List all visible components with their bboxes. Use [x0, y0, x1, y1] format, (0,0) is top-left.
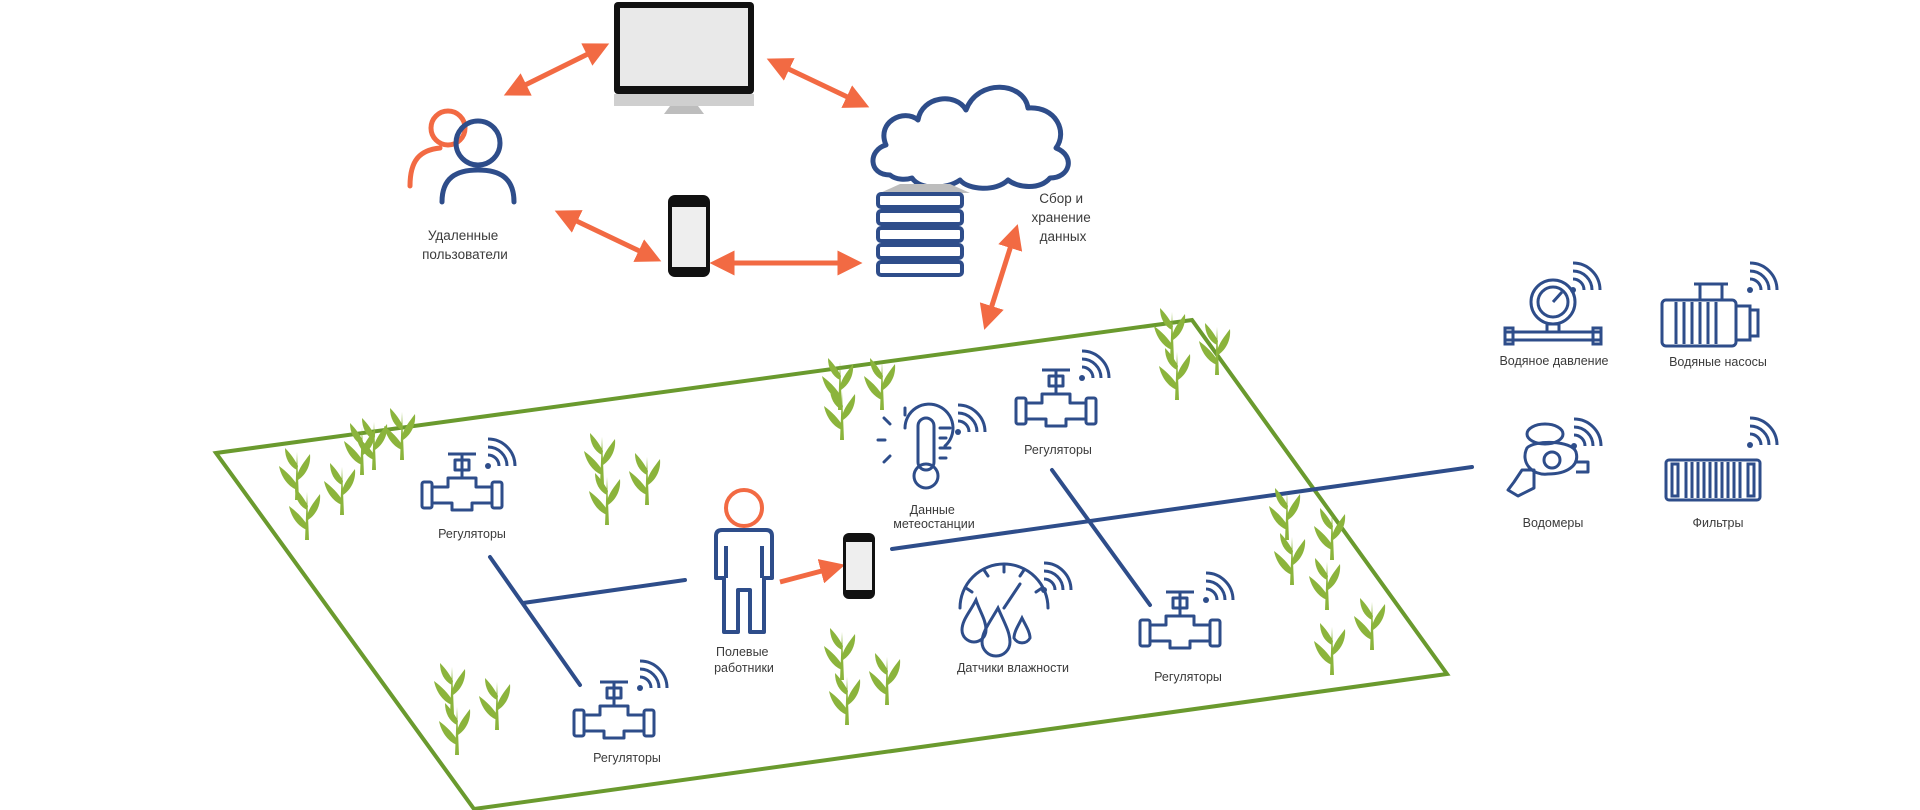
- valve-icon: [572, 680, 656, 740]
- wifi-signal-icon: [1077, 349, 1111, 383]
- pipe-right-branch: [1050, 468, 1152, 607]
- plant-icon: [1354, 598, 1386, 650]
- cloud-icon: [870, 84, 1071, 191]
- connection-arrows: [503, 43, 1023, 585]
- regulators-label-2: Регуляторы: [593, 751, 661, 765]
- person-icon: [714, 488, 774, 634]
- plant-icon: [434, 663, 466, 715]
- plant-icon: [289, 488, 321, 540]
- wifi-signal-icon: [1568, 261, 1602, 295]
- weather-station-icon: [876, 402, 955, 490]
- plant-icon: [829, 673, 861, 725]
- weather-station-label: Данные метеостанции: [893, 503, 974, 531]
- pipe-left-main: [521, 578, 687, 605]
- plant-icon: [824, 628, 856, 680]
- moisture-sensors-label: Датчики влажности: [957, 661, 1069, 675]
- plant-icon: [589, 473, 621, 525]
- arrow-server-field: [979, 224, 1023, 330]
- users-icon: [407, 108, 517, 205]
- valve-icon: [420, 452, 504, 512]
- moisture-gauge-icon: [958, 562, 1050, 658]
- remote-users-label: Удаленные пользователи: [422, 228, 508, 262]
- wifi-signal-icon: [1745, 261, 1779, 295]
- filter-icon: [1664, 458, 1762, 502]
- plant-icon: [1314, 508, 1346, 560]
- pipe-left-branch: [488, 555, 582, 687]
- plant-icon: [324, 463, 356, 515]
- field-outline: [212, 317, 1451, 810]
- water-meter-icon: [1506, 422, 1590, 498]
- arrow-users-phone: [554, 210, 662, 262]
- regulators-label-4: Регуляторы: [1154, 670, 1222, 684]
- plant-icon: [869, 653, 901, 705]
- pressure-gauge-icon: [1503, 278, 1603, 346]
- plant-icon: [479, 678, 511, 730]
- plant-icon: [629, 453, 661, 505]
- arrow-monitor-cloud: [766, 58, 870, 108]
- wifi-signal-icon: [1039, 561, 1073, 595]
- wifi-signal-icon: [1745, 416, 1779, 450]
- plant-icon: [1154, 308, 1186, 360]
- pipe-lines: [488, 465, 1474, 687]
- filters-label: Фильтры: [1693, 516, 1744, 530]
- server-stack-icon: [876, 184, 970, 277]
- smartphone-icon: [843, 533, 875, 599]
- regulators-label-1: Регуляторы: [438, 527, 506, 541]
- regulators-label-3: Регуляторы: [1024, 443, 1092, 457]
- water-pressure-label: Водяное давление: [1499, 354, 1608, 368]
- smartphone-icon: [668, 195, 710, 277]
- water-meters-label: Водомеры: [1523, 516, 1584, 530]
- water-pumps-label: Водяные насосы: [1669, 355, 1767, 369]
- wifi-signal-icon: [1569, 417, 1603, 451]
- plant-icon: [1314, 623, 1346, 675]
- wifi-signal-icon: [483, 437, 517, 471]
- desktop-monitor-icon: [614, 2, 754, 114]
- water-pump-icon: [1660, 282, 1760, 348]
- plant-icon: [279, 448, 311, 500]
- plant-icon: [1309, 558, 1341, 610]
- plant-icon: [384, 408, 416, 460]
- wifi-signal-icon: [1201, 571, 1235, 605]
- pipe-right-main: [890, 465, 1474, 551]
- wifi-signal-icon: [953, 403, 987, 437]
- plant-icon: [439, 703, 471, 755]
- plant-icon: [1159, 348, 1191, 400]
- arrow-worker-phone: [779, 559, 846, 585]
- field-workers-label: Полевые работники: [714, 645, 774, 675]
- wifi-signal-icon: [635, 659, 669, 693]
- plant-icon: [1274, 533, 1306, 585]
- arrow-users-monitor: [503, 43, 610, 96]
- plant-icon: [584, 433, 616, 485]
- data-storage-label: Сбор и хранение данных: [1032, 191, 1095, 244]
